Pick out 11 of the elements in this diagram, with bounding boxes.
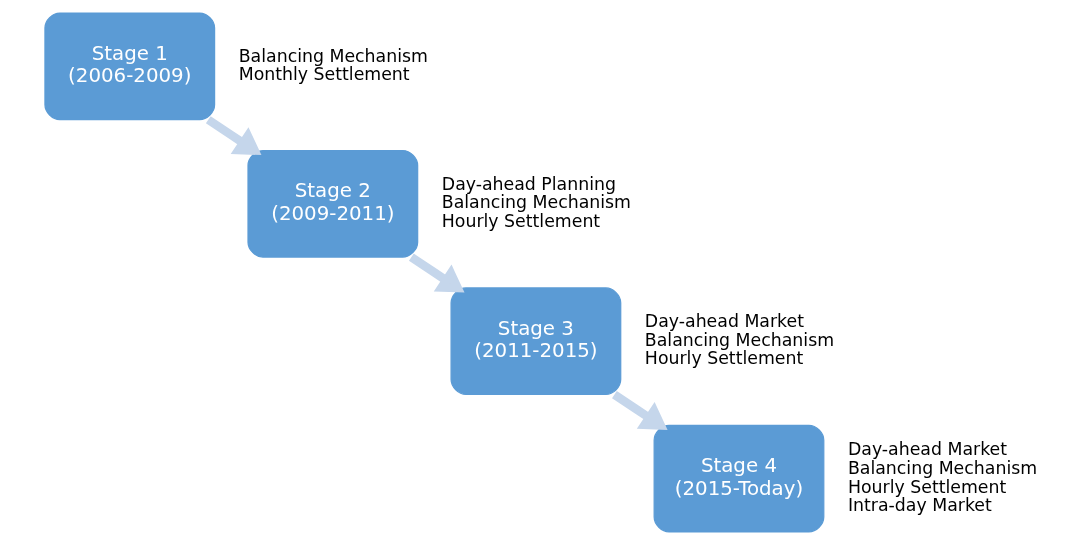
arrow [408,253,464,293]
node-box: Stage 1 (2006-2009) [43,12,215,121]
node-label: Balancing Mechanism [238,45,428,66]
node-label: Day-ahead Planning [441,173,616,194]
node-label: Day-ahead Market [644,311,804,332]
arrow [611,391,668,430]
node-label: Day-ahead Market [847,439,1007,460]
node-box: Stage 3 (2011-2015) [449,287,621,396]
arrow [205,116,261,156]
node-box: Stage 4 (2015-Today) [653,424,824,533]
node-box: Stage 2 (2009-2011) [246,149,418,258]
